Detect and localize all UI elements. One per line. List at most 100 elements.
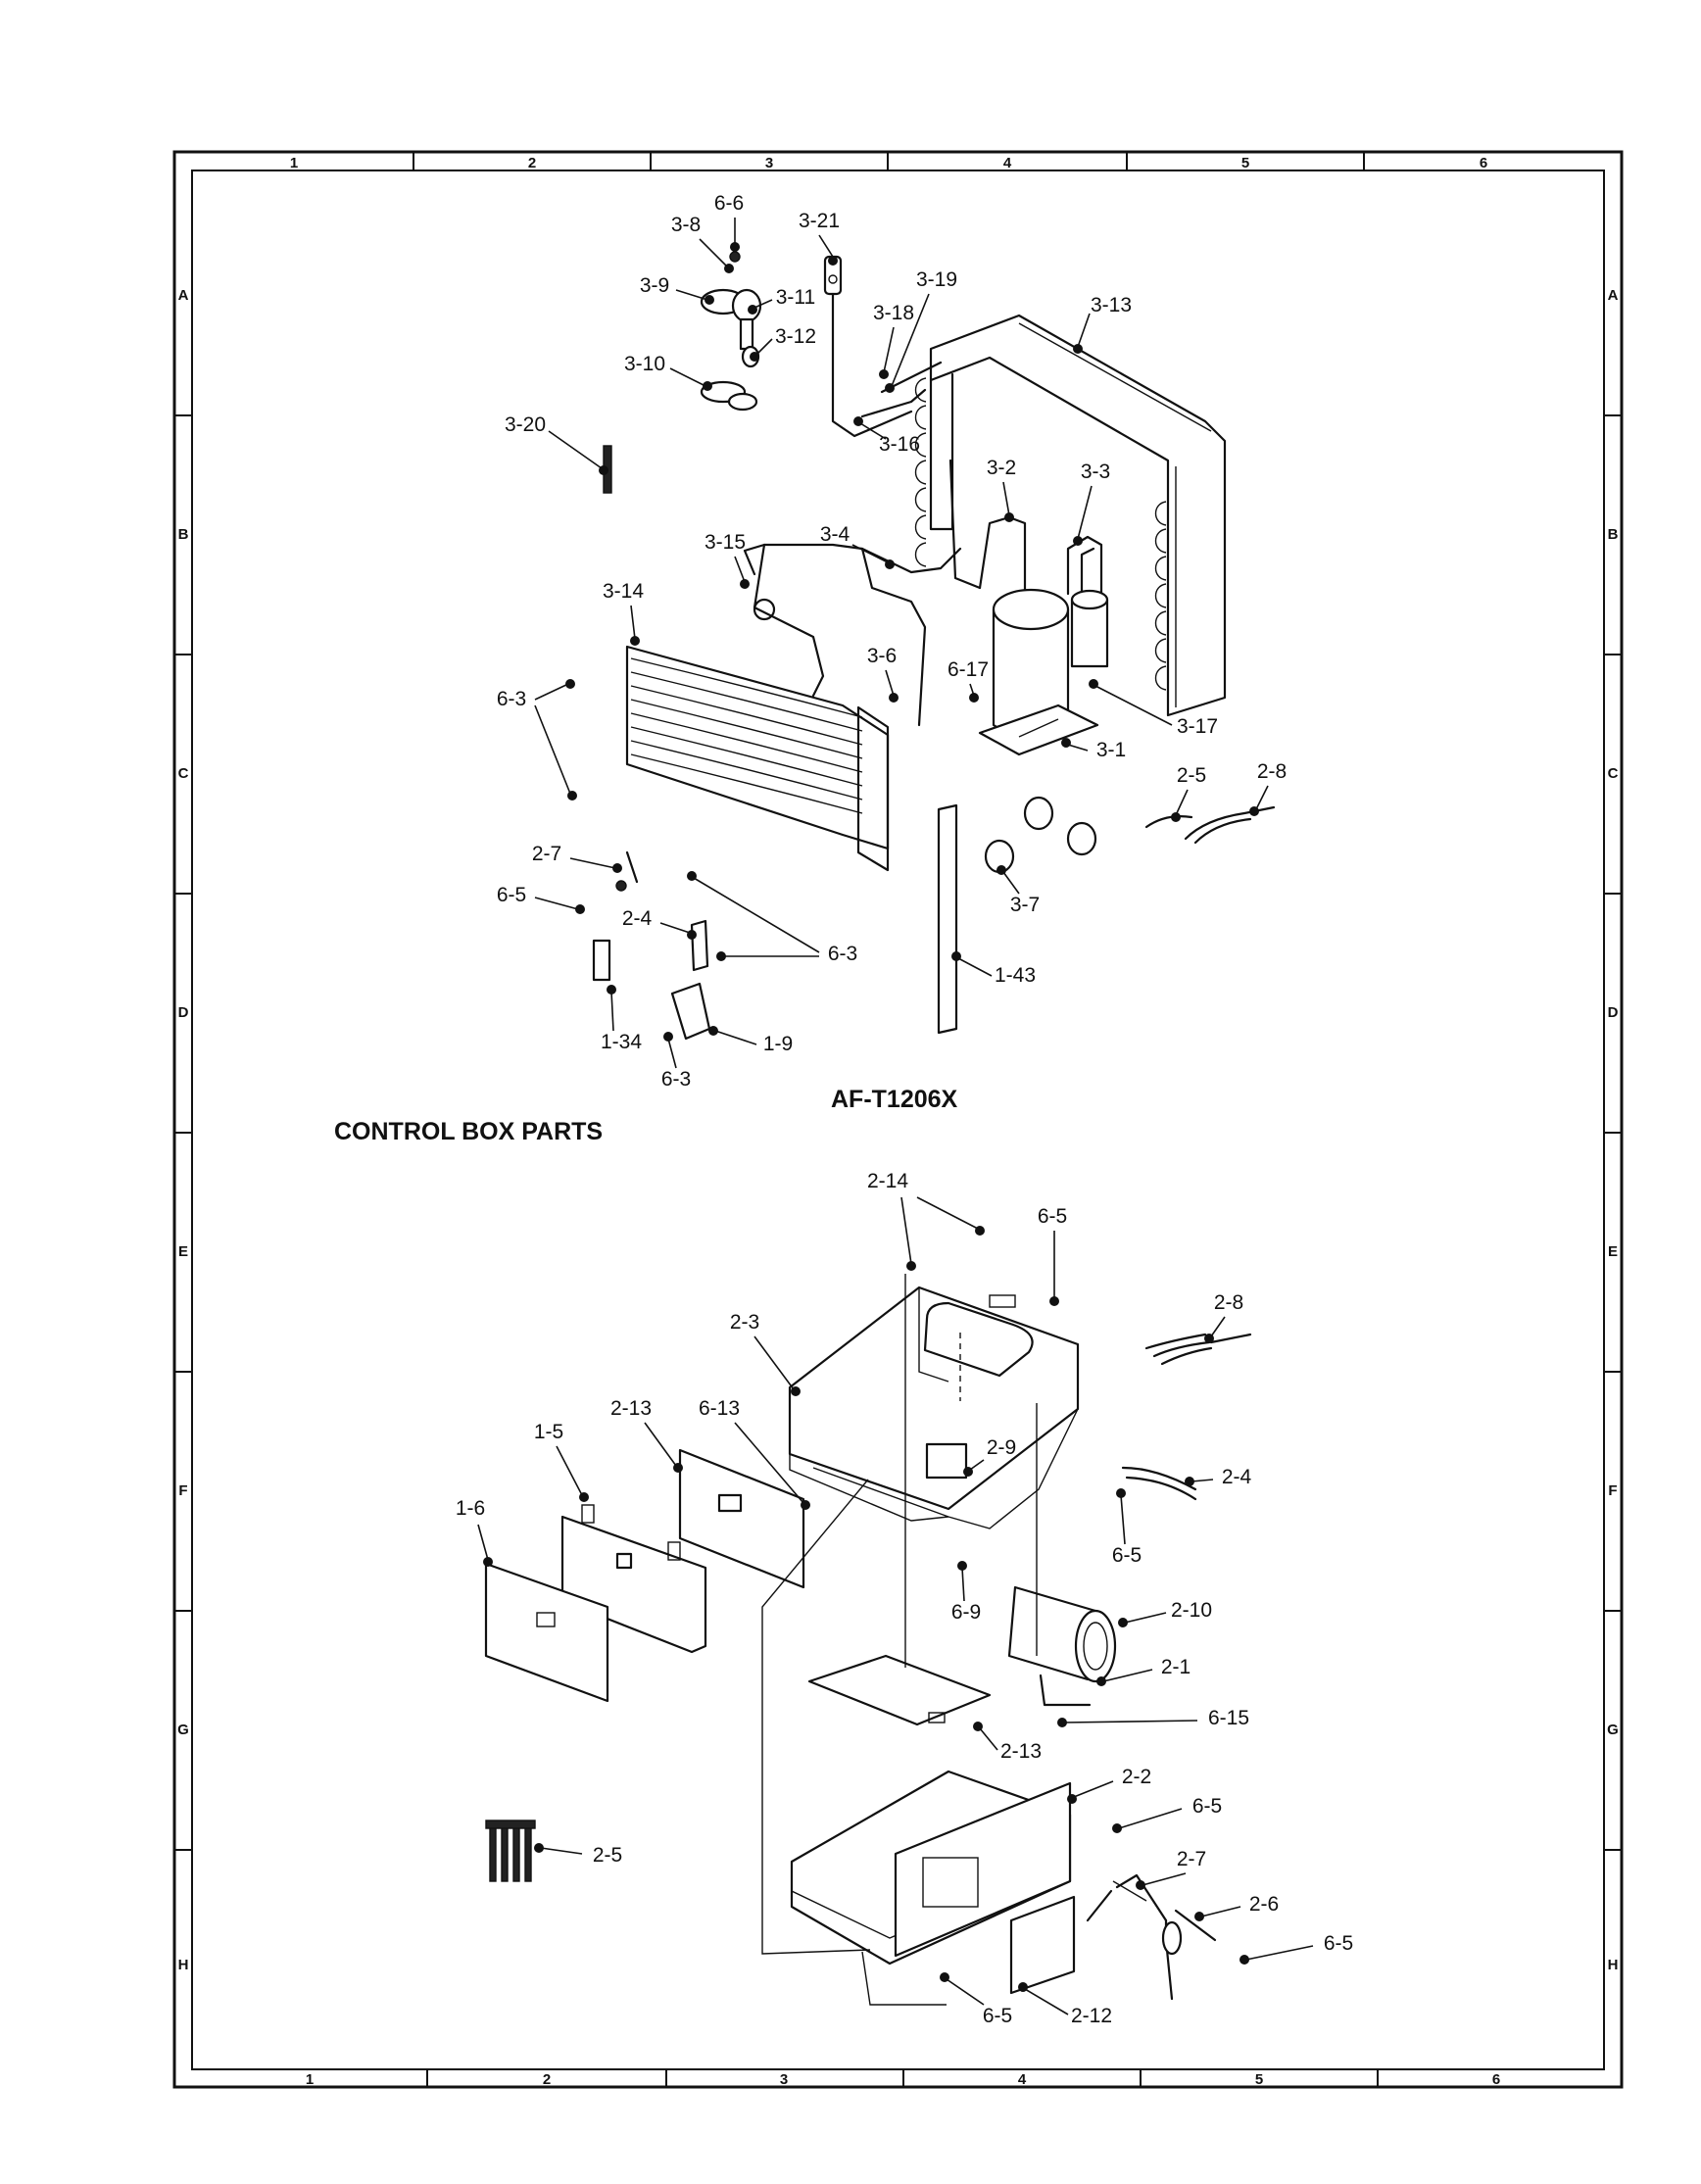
col-label: 2 xyxy=(543,2071,551,2088)
name-plate xyxy=(484,1562,609,1703)
callout-label: 3-11 xyxy=(776,286,815,309)
col-label: 5 xyxy=(1255,2071,1263,2088)
callout-label: 3-1 xyxy=(1096,739,1126,761)
foam-strip xyxy=(937,803,958,1035)
callout-label: 6-5 xyxy=(1324,1932,1353,1955)
callout-label: 1-43 xyxy=(995,964,1036,987)
callout-label: 3-6 xyxy=(867,645,897,667)
control-box-cover xyxy=(788,1286,1080,1529)
callout-label: 1-5 xyxy=(534,1421,563,1443)
callout-label: 3-10 xyxy=(624,353,665,375)
model-label: AF-T1206X xyxy=(831,1086,958,1113)
row-label: F xyxy=(178,1482,187,1499)
callout-label: 3-21 xyxy=(799,210,840,232)
row-label: D xyxy=(1608,1004,1619,1021)
lower-circuit-board xyxy=(807,1654,992,1726)
coil-bends-right xyxy=(1154,501,1167,691)
row-label: H xyxy=(178,1957,189,1973)
wire-2-4 xyxy=(1121,1466,1197,1501)
callout-label: 2-8 xyxy=(1214,1291,1243,1314)
screw-set xyxy=(485,1820,536,1882)
capacitor xyxy=(1007,1585,1117,1707)
row-label: H xyxy=(1608,1957,1619,1973)
col-label: 1 xyxy=(290,155,298,171)
col-label: 4 xyxy=(1003,155,1012,171)
col-label: 3 xyxy=(765,155,773,171)
col-label: 5 xyxy=(1241,155,1249,171)
relay xyxy=(925,1442,968,1480)
front-cover xyxy=(560,1504,707,1654)
row-label: B xyxy=(178,526,189,543)
callout-label: 3-12 xyxy=(775,325,816,348)
circuit-board xyxy=(678,1448,805,1589)
callout-label: 6-17 xyxy=(948,658,989,681)
callout-label: 2-13 xyxy=(610,1397,652,1420)
row-label: E xyxy=(178,1243,188,1260)
callout-label: 3-17 xyxy=(1177,715,1218,738)
callout-label: 3-7 xyxy=(1010,894,1040,916)
callout-label: 2-14 xyxy=(867,1170,908,1192)
row-label: F xyxy=(1608,1482,1617,1499)
callout-label: 2-10 xyxy=(1171,1599,1212,1622)
callout-label: 6-13 xyxy=(699,1397,740,1420)
small-brackets xyxy=(592,850,711,1041)
callout-label: 2-9 xyxy=(987,1436,1016,1459)
callout-label: 6-5 xyxy=(1192,1795,1222,1818)
callout-label: 1-9 xyxy=(763,1033,793,1055)
callout-label: 2-12 xyxy=(1071,2005,1112,2027)
callout-label: 2-3 xyxy=(730,1311,759,1334)
callout-label: 3-9 xyxy=(640,274,669,297)
wire-harness-bottom xyxy=(1144,1333,1252,1366)
callout-label: 6-5 xyxy=(983,2005,1012,2027)
condenser-coil xyxy=(914,314,1227,717)
callout-label: 6-3 xyxy=(497,688,526,710)
col-label: 3 xyxy=(780,2071,788,2088)
row-label: G xyxy=(1607,1722,1619,1738)
callout-label: 6-5 xyxy=(1038,1205,1067,1228)
callout-label: 3-19 xyxy=(916,268,957,291)
col-label: 1 xyxy=(306,2071,314,2088)
callout-label: 6-3 xyxy=(828,943,857,965)
callout-label: 3-8 xyxy=(671,214,701,236)
callout-label: 3-18 xyxy=(873,302,914,324)
callout-label: 6-3 xyxy=(661,1068,691,1091)
terminal-plate xyxy=(1009,1895,1076,1995)
callout-label: 2-8 xyxy=(1257,760,1287,783)
row-label: D xyxy=(178,1004,189,1021)
callout-label: 2-5 xyxy=(1177,764,1206,787)
row-label: B xyxy=(1608,526,1619,543)
callout-label: 2-7 xyxy=(1177,1848,1206,1870)
callout-label: 6-5 xyxy=(1112,1544,1142,1567)
callout-label: 1-6 xyxy=(456,1497,485,1520)
row-label: E xyxy=(1608,1243,1618,1260)
base-tray xyxy=(790,1770,1072,1966)
control-box-assembly xyxy=(484,1274,1252,2006)
callout-label: 6-5 xyxy=(497,884,526,906)
callout-label: 2-7 xyxy=(532,843,561,865)
callout-label: 3-15 xyxy=(705,531,746,554)
col-label: 4 xyxy=(1018,2071,1027,2088)
callout-label: 2-4 xyxy=(622,907,653,930)
col-label: 6 xyxy=(1480,155,1487,171)
callout-label: 3-14 xyxy=(603,580,644,603)
callout-label: 2-4 xyxy=(1222,1466,1252,1488)
callout-label: 3-3 xyxy=(1081,461,1110,483)
col-label: 6 xyxy=(1492,2071,1500,2088)
coil-bends-left xyxy=(914,377,927,567)
row-label: C xyxy=(1608,765,1619,782)
callout-label: 3-20 xyxy=(505,413,546,436)
row-label: A xyxy=(1608,287,1619,304)
compressor xyxy=(978,588,1109,756)
callout-label: 1-34 xyxy=(601,1031,642,1053)
callouts-bottom: 2-14 6-5 2-8 2-3 2-13 6-13 1-5 2-9 2-4 1… xyxy=(456,1170,1353,2027)
callout-label: 6-15 xyxy=(1208,1707,1249,1729)
tubing xyxy=(743,292,1103,727)
callout-label: 2-13 xyxy=(1000,1740,1042,1763)
col-label: 2 xyxy=(528,155,536,171)
callout-label: 2-5 xyxy=(593,1844,622,1867)
callout-label: 3-13 xyxy=(1091,294,1132,316)
evaporator-coil xyxy=(625,645,890,872)
callout-label: 3-4 xyxy=(820,523,850,546)
refrigeration-assembly xyxy=(592,251,1276,1041)
